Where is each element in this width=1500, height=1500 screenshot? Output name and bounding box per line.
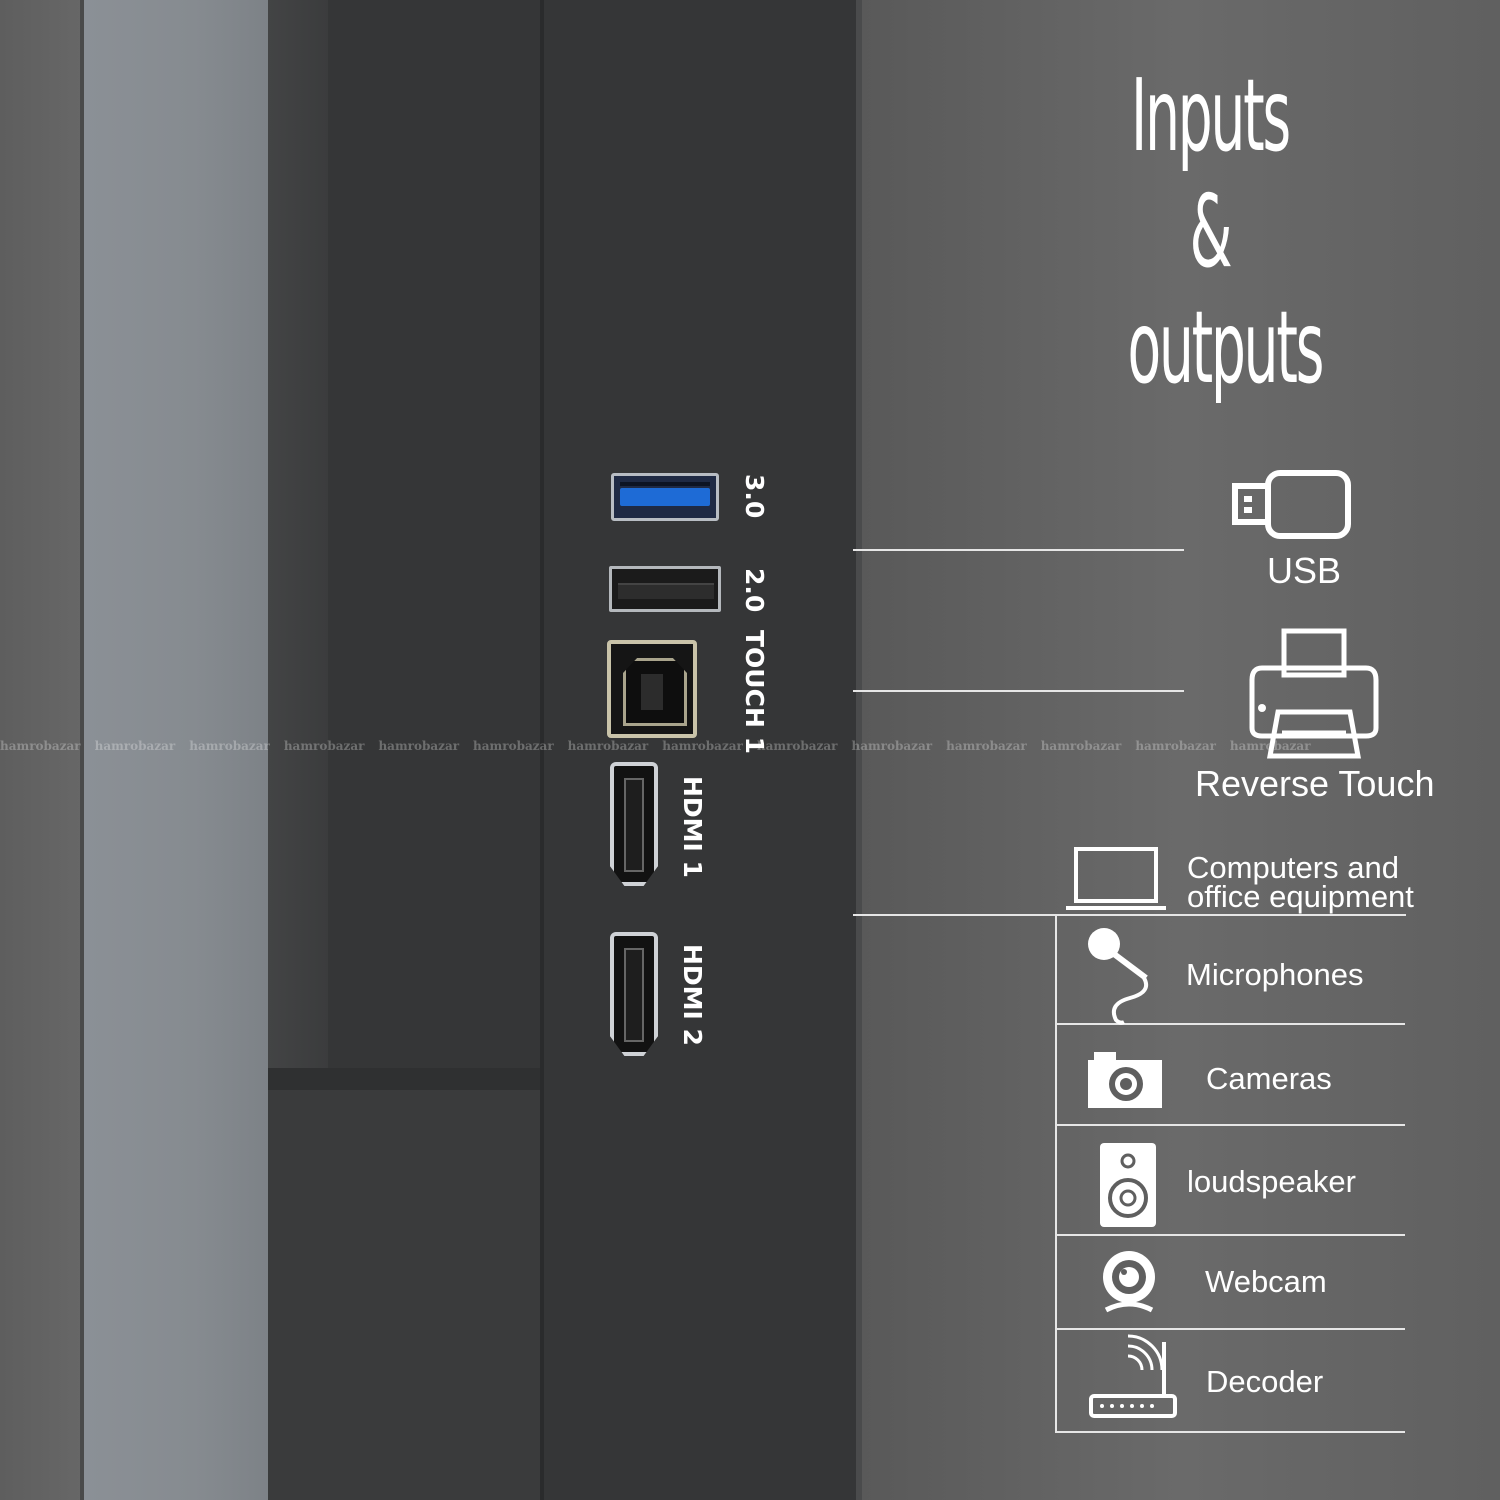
watermark: hamrobazar hamrobazar hamrobazar hamrobazar… (0, 738, 1500, 754)
watermark-text: hamrobazar (567, 739, 649, 753)
title-line-2: outputs (1127, 289, 1325, 406)
background-edge (80, 0, 84, 1500)
reverse-touch-label: Reverse Touch (1195, 763, 1435, 804)
hdmi2-port (610, 932, 658, 1056)
usb2-port (609, 566, 721, 612)
watermark-text: hamrobazar (378, 739, 460, 753)
port-panel-edge (856, 0, 862, 1500)
usb-stick-icon (1232, 470, 1351, 539)
camera-icon (1088, 1052, 1162, 1108)
watermark-text: hamrobazar (756, 739, 838, 753)
watermark-text: hamrobazar (662, 739, 743, 753)
watermark-text: hamrobazar (473, 739, 554, 753)
touch-connector-line (853, 690, 1184, 692)
microphone-icon (1088, 928, 1149, 1025)
usb-connector-line (853, 549, 1184, 551)
watermark-text: hamrobazar (189, 739, 270, 753)
loudspeaker-icon (1100, 1143, 1156, 1227)
hdmi1-port (610, 762, 658, 886)
webcam-icon (1103, 1251, 1155, 1313)
usb3-port (611, 473, 719, 521)
device-label-decoder: Decoder (1206, 1364, 1324, 1399)
watermark-text: hamrobazar (1135, 739, 1216, 753)
device-label-webcam: Webcam (1205, 1264, 1327, 1299)
background-left (0, 0, 82, 1500)
watermark-text: hamrobazar (94, 739, 176, 753)
device-label-cameras: Cameras (1206, 1061, 1332, 1096)
device-label-loudspeaker: loudspeaker (1187, 1164, 1356, 1199)
watermark-text: hamrobazar (851, 739, 933, 753)
watermark-text: hamrobazar (946, 739, 1027, 753)
device-separator (1057, 1023, 1405, 1025)
usb2-port-label: 2.0 (740, 568, 769, 613)
touch-port-label: TOUCH 1 (740, 630, 769, 754)
devices-bracket-line (1055, 914, 1057, 1433)
computers-label-line-2: office equipment (1187, 879, 1414, 914)
device-separator (1057, 1124, 1405, 1126)
title-line-1: Inputs & (1131, 57, 1291, 290)
usb-label: USB (1266, 550, 1342, 591)
watermark-text: hamrobazar (0, 739, 81, 753)
display-frame (84, 0, 268, 1500)
computers-label: Computers and office equipment (1187, 850, 1414, 914)
hdmi-connector-line (853, 914, 1406, 916)
watermark-text: hamrobazar (1229, 739, 1311, 753)
touch-usb-b-port (607, 640, 697, 738)
device-separator (1057, 1431, 1405, 1433)
device-label-microphones: Microphones (1186, 957, 1364, 992)
device-separator (1057, 1328, 1405, 1330)
device-separator (1057, 1234, 1405, 1236)
usb3-port-label: 3.0 (740, 474, 769, 519)
laptop-icon (1066, 847, 1166, 910)
hdmi2-port-label: HDMI 2 (678, 944, 707, 1046)
watermark-text: hamrobazar (283, 739, 365, 753)
port-panel (540, 0, 860, 1500)
page-title: Inputs & outputs (1127, 57, 1325, 406)
decoder-icon (1089, 1334, 1177, 1418)
display-step (268, 1068, 540, 1500)
background-right (862, 0, 1500, 1500)
printer-icon (1249, 628, 1379, 759)
watermark-text: hamrobazar (1040, 739, 1122, 753)
hdmi1-port-label: HDMI 1 (678, 776, 707, 878)
computers-label-line-1: Computers and (1187, 850, 1399, 885)
